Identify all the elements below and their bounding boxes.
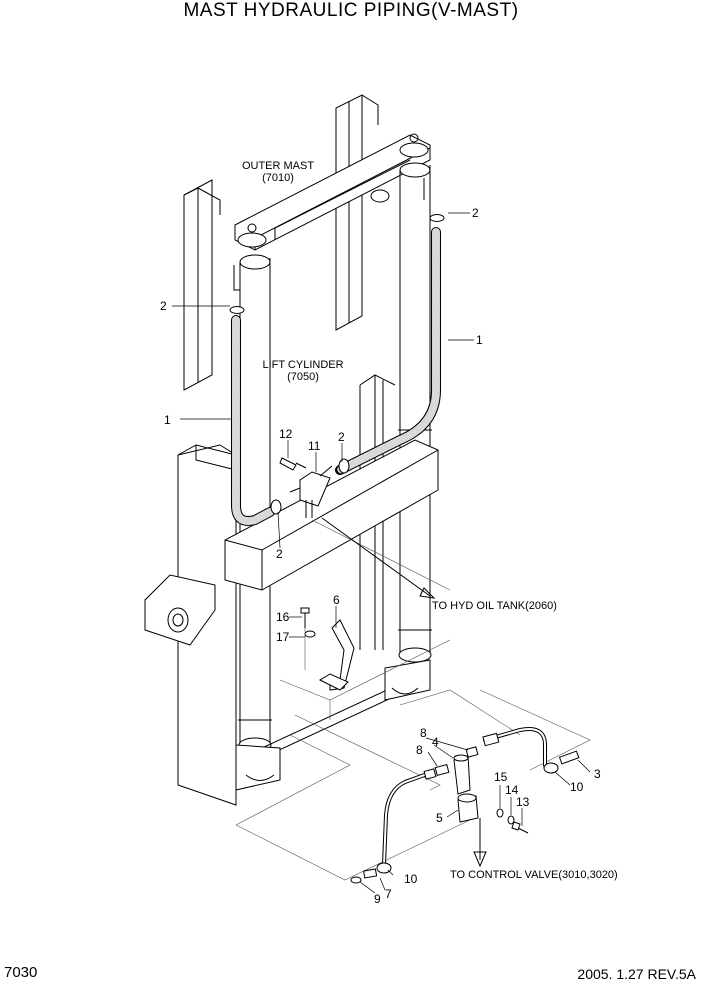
callout-16: 16 xyxy=(276,610,290,624)
lift-cylinder-code: (7050) xyxy=(287,371,319,383)
callout-leaders xyxy=(172,212,591,894)
part-labels: OUTER MAST (7010) LIFT CYLINDER (7050) T… xyxy=(242,160,618,881)
callout-5: 5 xyxy=(436,811,443,825)
lift-cylinder-label: LIFT CYLINDER xyxy=(262,359,343,371)
callout-11: 11 xyxy=(308,439,321,453)
hyd-oil-tank-label: TO HYD OIL TANK(2060) xyxy=(432,600,557,612)
callout-12: 12 xyxy=(279,427,293,441)
inner-mast xyxy=(144,374,439,806)
callout-2-lower: 2 xyxy=(276,547,283,561)
diagram-title: MAST HYDRAULIC PIPING(V-MAST) xyxy=(183,0,519,21)
callout-numbers: 1 1 2 2 2 2 3 4 5 6 7 8 8 9 10 10 11 12 … xyxy=(160,206,601,906)
lift-hoses xyxy=(229,214,445,526)
callout-7: 7 xyxy=(385,887,392,901)
callout-15: 15 xyxy=(494,770,508,784)
outer-mast-code: (7010) xyxy=(262,172,294,184)
callout-17: 17 xyxy=(276,630,290,644)
bracket-6 xyxy=(300,607,355,691)
callout-3: 3 xyxy=(594,767,601,781)
assembly-lines xyxy=(235,517,591,881)
outer-mast-label: OUTER MAST xyxy=(242,160,314,172)
callout-10-lower: 10 xyxy=(404,872,418,886)
revision-stamp: 2005. 1.27 REV.5A xyxy=(577,966,696,982)
page-number: 7030 xyxy=(4,964,38,981)
callout-14: 14 xyxy=(505,783,519,797)
callout-9: 9 xyxy=(374,892,381,906)
callout-2-left: 2 xyxy=(160,299,167,313)
tee-fitting xyxy=(279,457,333,518)
callout-1-left: 1 xyxy=(164,413,171,427)
callout-6: 6 xyxy=(333,593,340,607)
callout-2-mid: 2 xyxy=(338,430,345,444)
callout-10-right: 10 xyxy=(570,780,584,794)
outer-mast xyxy=(183,94,431,391)
callout-13: 13 xyxy=(516,795,530,809)
control-valve-label: TO CONTROL VALVE(3010,3020) xyxy=(450,869,618,881)
callout-2-top-right: 2 xyxy=(472,206,479,220)
callout-1-right: 1 xyxy=(476,333,483,347)
lower-hoses xyxy=(350,727,580,884)
callout-4: 4 xyxy=(432,735,439,749)
callout-8-lower: 8 xyxy=(416,743,423,757)
callout-8-upper: 8 xyxy=(420,726,427,740)
